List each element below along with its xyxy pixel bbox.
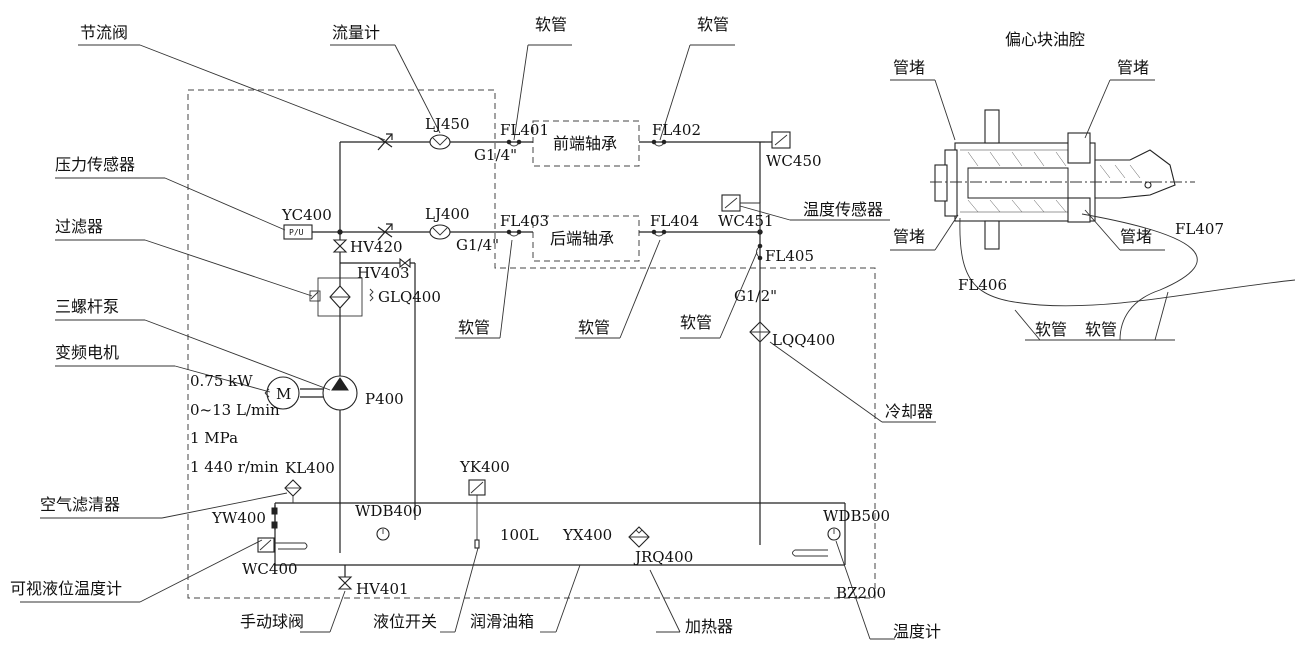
label-plug-4: 管堵 [1120,227,1152,246]
ball-valve-hv401 [337,576,353,590]
code-fl404: FL404 [650,212,699,230]
label-air-filter: 空气滤清器 [40,495,120,514]
label-temp-sensor: 温度传感器 [803,200,883,219]
pu-text: P/U [289,228,304,237]
air-filter-kl400 [284,479,302,503]
code-g14-1: G1/4" [474,146,517,164]
label-oil-tank: 润滑油箱 [470,612,534,631]
ball-valve-hv403 [399,257,411,269]
leader-lines [20,44,1295,640]
code-fl401: FL401 [500,121,549,139]
sight-gauge-yw400 [271,505,278,530]
label-plug-1: 管堵 [893,58,925,77]
ball-valve-hv420 [332,239,348,253]
code-fl407: FL407 [1175,220,1224,238]
filter-glq400 [309,277,374,317]
throttle-valve-lower [377,223,393,241]
front-bearing-box [532,120,640,167]
pipework [274,141,846,585]
label-sight-gauge: 可视液位温度计 [10,579,122,598]
junction-dot [337,229,343,235]
label-hose-5: 软管 [680,313,712,332]
code-lqq400: LQQ400 [772,331,835,349]
code-tank-vol: 100L [500,526,539,544]
label-eccentric-chamber: 偏心块油腔 [1005,30,1085,49]
pump-p400 [300,375,358,411]
code-kl400: KL400 [285,459,335,477]
code-glq400: GLQ400 [378,288,441,306]
system-boundary [187,89,876,599]
label-vf-motor: 变频电机 [55,343,119,362]
motor-flow: 0~13 L/min [190,401,280,419]
label-filter: 过滤器 [55,217,103,236]
heater-element-right [792,549,828,557]
label-hose-7: 软管 [1085,320,1117,339]
motor: M [264,376,300,410]
code-hv420: HV420 [350,238,403,256]
code-wdb400: WDB400 [355,502,422,520]
code-yw400: YW400 [211,509,266,527]
motor-pressure: 1 MPa [190,429,238,447]
hose-fittings [506,139,763,261]
label-hose-4: 软管 [578,318,610,337]
motor-m-text: M [276,385,291,403]
rear-bearing-box [532,215,640,262]
code-yc400: YC400 [281,206,332,224]
temp-sensor-wc451 [721,194,761,232]
level-switch-yk400 [468,479,486,549]
label-hose-1: 软管 [535,15,567,34]
label-screw-pump: 三螺杆泵 [55,297,119,316]
code-g12: G1/2" [734,287,777,305]
label-plug-3: 管堵 [893,227,925,246]
code-wdb500: WDB500 [823,507,890,525]
code-fl402: FL402 [652,121,701,139]
label-manual-valve: 手动球阀 [240,612,304,631]
label-hose-3: 软管 [458,318,490,337]
flow-meter-lj400 [429,224,451,240]
code-yk400: YK400 [459,458,510,476]
code-p400: P400 [365,390,404,408]
label-cooler: 冷却器 [885,402,933,421]
label-plug-2: 管堵 [1117,58,1149,77]
eccentric-block-chamber [930,109,1195,250]
label-heater: 加热器 [685,617,733,636]
thermometer-wdb500 [827,527,841,541]
thermometer-wdb400 [376,527,390,541]
motor-power: 0.75 kW [190,372,253,390]
labels: 节流阀 流量计 软管 软管 压力传感器 过滤器 三螺杆泵 变频电机 空气滤清器 … [10,15,1224,641]
code-jrq400: JRQ400 [633,548,693,566]
code-wc451: WC451 [718,212,774,230]
label-rear-bearing: 后端轴承 [550,229,614,248]
label-front-bearing: 前端轴承 [553,134,617,153]
code-hv401: HV401 [356,580,409,598]
code-wc450: WC450 [766,152,822,170]
code-wc400: WC400 [242,560,298,578]
code-g14-2: G1/4" [456,236,499,254]
code-fl405: FL405 [765,247,814,265]
code-lj450: LJ450 [425,115,470,133]
code-lj400: LJ400 [425,205,470,223]
cooler-lqq400 [749,321,771,343]
label-hose-6: 软管 [1035,320,1067,339]
flow-meter-lj450 [429,134,451,150]
label-pressure-sensor: 压力传感器 [55,155,135,174]
label-level-switch: 液位开关 [373,612,437,631]
label-throttle-valve: 节流阀 [80,23,128,42]
heater-jrq400 [628,526,650,548]
temp-sensor-wc450 [765,131,791,149]
label-hose-2: 软管 [697,15,729,34]
code-bz200: BZ200 [836,584,886,602]
pressure-sensor-yc400: P/U [283,224,313,240]
label-thermometer: 温度计 [893,622,941,641]
code-hv403: HV403 [357,264,410,282]
motor-speed: 1 440 r/min [190,458,279,476]
temp-sensor-wc400 [257,537,308,553]
code-fl406: FL406 [958,276,1007,294]
code-yx400: YX400 [562,526,612,544]
label-flow-meter: 流量计 [332,23,380,42]
code-fl403: FL403 [500,212,549,230]
